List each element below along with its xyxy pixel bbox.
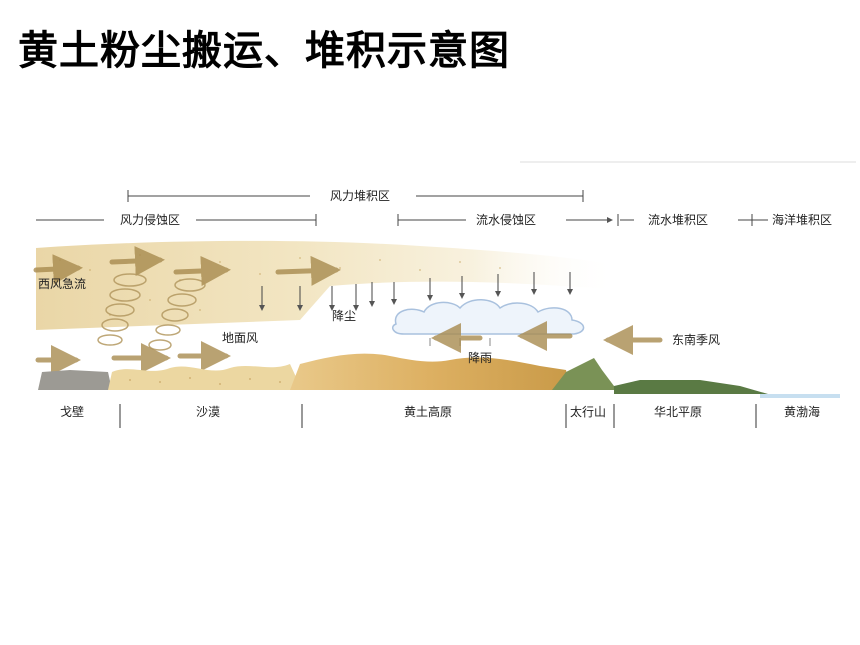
terrain-gobi [38,370,112,390]
monsoon-arrows [431,321,663,355]
surface-wind-arrows [35,341,231,375]
region-desert: 沙漠 [196,405,220,419]
terrain-plain [614,380,768,394]
zone-water-erosion: 流水侵蚀区 [476,212,536,227]
label-surface-wind: 地面风 [222,331,258,345]
terrain-taihang [552,358,620,390]
zone-wind-erosion: 风力侵蚀区 [120,212,180,227]
label-westerly-jet: 西风急流 [38,276,86,291]
terrain-desert [108,364,302,390]
region-bohai: 黄渤海 [784,404,820,419]
label-rainfall: 降雨 [468,351,492,365]
zone-wind-deposit: 风力堆积区 [330,189,390,203]
terrain-sea [760,394,840,398]
desert-dots [129,377,281,385]
zone-water-deposit: 流水堆积区 [648,213,708,227]
zone-brackets [36,190,768,226]
label-dust-fall: 降尘 [332,309,356,323]
rain-cloud [391,299,585,335]
dust-fall-arrows [259,272,573,311]
region-dividers [119,404,757,428]
region-loess-plateau: 黄土高原 [404,404,452,419]
page-title: 黄土粉尘搬运、堆积示意图 [18,28,510,74]
region-taihang: 太行山 [570,404,606,419]
region-gobi: 戈壁 [60,404,84,419]
zone-marine-deposit: 海洋堆积区 [772,212,832,227]
region-north-china-plain: 华北平原 [654,405,702,419]
westerly-arrows [33,246,341,286]
label-se-monsoon: 东南季风 [672,332,720,347]
dust-transport-diagram: 风力堆积区 风力侵蚀区 流水侵蚀区 流水堆积区 海洋堆积区 [33,161,856,428]
terrain-loess [290,353,570,390]
